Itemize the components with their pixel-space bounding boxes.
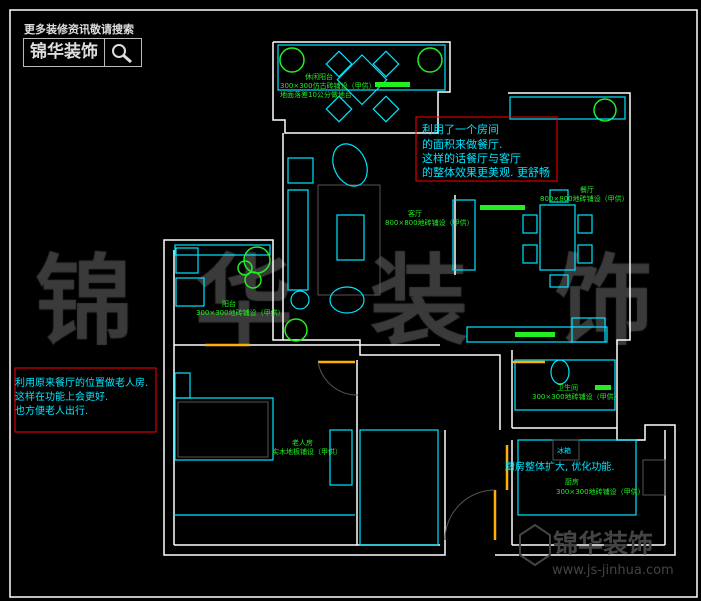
room-name: 餐厅	[580, 185, 594, 194]
drawing-frame	[9, 9, 698, 598]
room-labels: 休闲阳台 300×300仿古砖铺设（甲供） 地面落差10公分做地台 客厅 800…	[196, 72, 645, 496]
note-line: 利用了一个房间	[422, 123, 499, 136]
logo-cube-icon	[519, 523, 551, 567]
floor-spec: 300×300仿古砖铺设（甲供）	[280, 81, 376, 90]
floor-spec: 实木地板铺设（甲供）	[272, 447, 342, 456]
watermark-url: www.js-jinhua.com	[552, 563, 674, 578]
floor-spec: 300×300地砖铺设（甲供）	[196, 308, 285, 317]
room-name: 老人房	[292, 438, 313, 447]
room-name: 客厅	[408, 209, 422, 218]
note-line: 的整体效果更美观. 更舒畅	[422, 165, 550, 179]
doors	[205, 343, 545, 541]
note-line: 的面积来做餐厅.	[422, 137, 503, 151]
room-name: 厨房	[565, 477, 579, 486]
floor-note: 地面落差10公分做地台	[280, 90, 352, 99]
note-line: 利用原来餐厅的位置做老人房.	[15, 376, 148, 389]
floor-spec: 300×300地砖铺设（甲供）	[556, 487, 645, 496]
note-box	[415, 116, 558, 182]
watermark-logo: 锦华装饰 www.js-jinhua.com	[519, 523, 674, 578]
brand-search-box[interactable]: 锦华装饰	[23, 38, 142, 67]
floor-spec: 800×800地砖铺设（甲供）	[540, 194, 629, 203]
header-tagline: 更多装修资讯敬请搜索	[24, 23, 134, 36]
search-icon[interactable]	[105, 39, 139, 66]
design-notes: 利用了一个房间 的面积来做餐厅. 这样的话餐厅与客厅 的整体效果更美观. 更舒畅…	[14, 116, 615, 473]
note-line: 这样在功能上会更好.	[15, 390, 108, 403]
note-line: 这样的话餐厅与客厅	[422, 151, 521, 165]
room-name: 阳台	[222, 299, 236, 308]
floor-spec: 300×300地砖铺设（甲供）	[532, 392, 621, 401]
fridge-label: 冰箱	[557, 446, 571, 455]
note-line: 厨房整体扩大, 优化功能.	[505, 460, 615, 473]
note-box	[14, 367, 157, 433]
floor-spec: 800×800地砖铺设（甲供）	[385, 218, 474, 227]
furniture	[174, 44, 666, 546]
brand-name: 锦华装饰	[24, 39, 105, 66]
note-line: 也方便老人出行.	[15, 404, 88, 417]
room-name: 休闲阳台	[305, 72, 333, 81]
watermark-logo-text: 锦华装饰	[553, 529, 653, 558]
room-name: 卫生间	[557, 383, 578, 392]
